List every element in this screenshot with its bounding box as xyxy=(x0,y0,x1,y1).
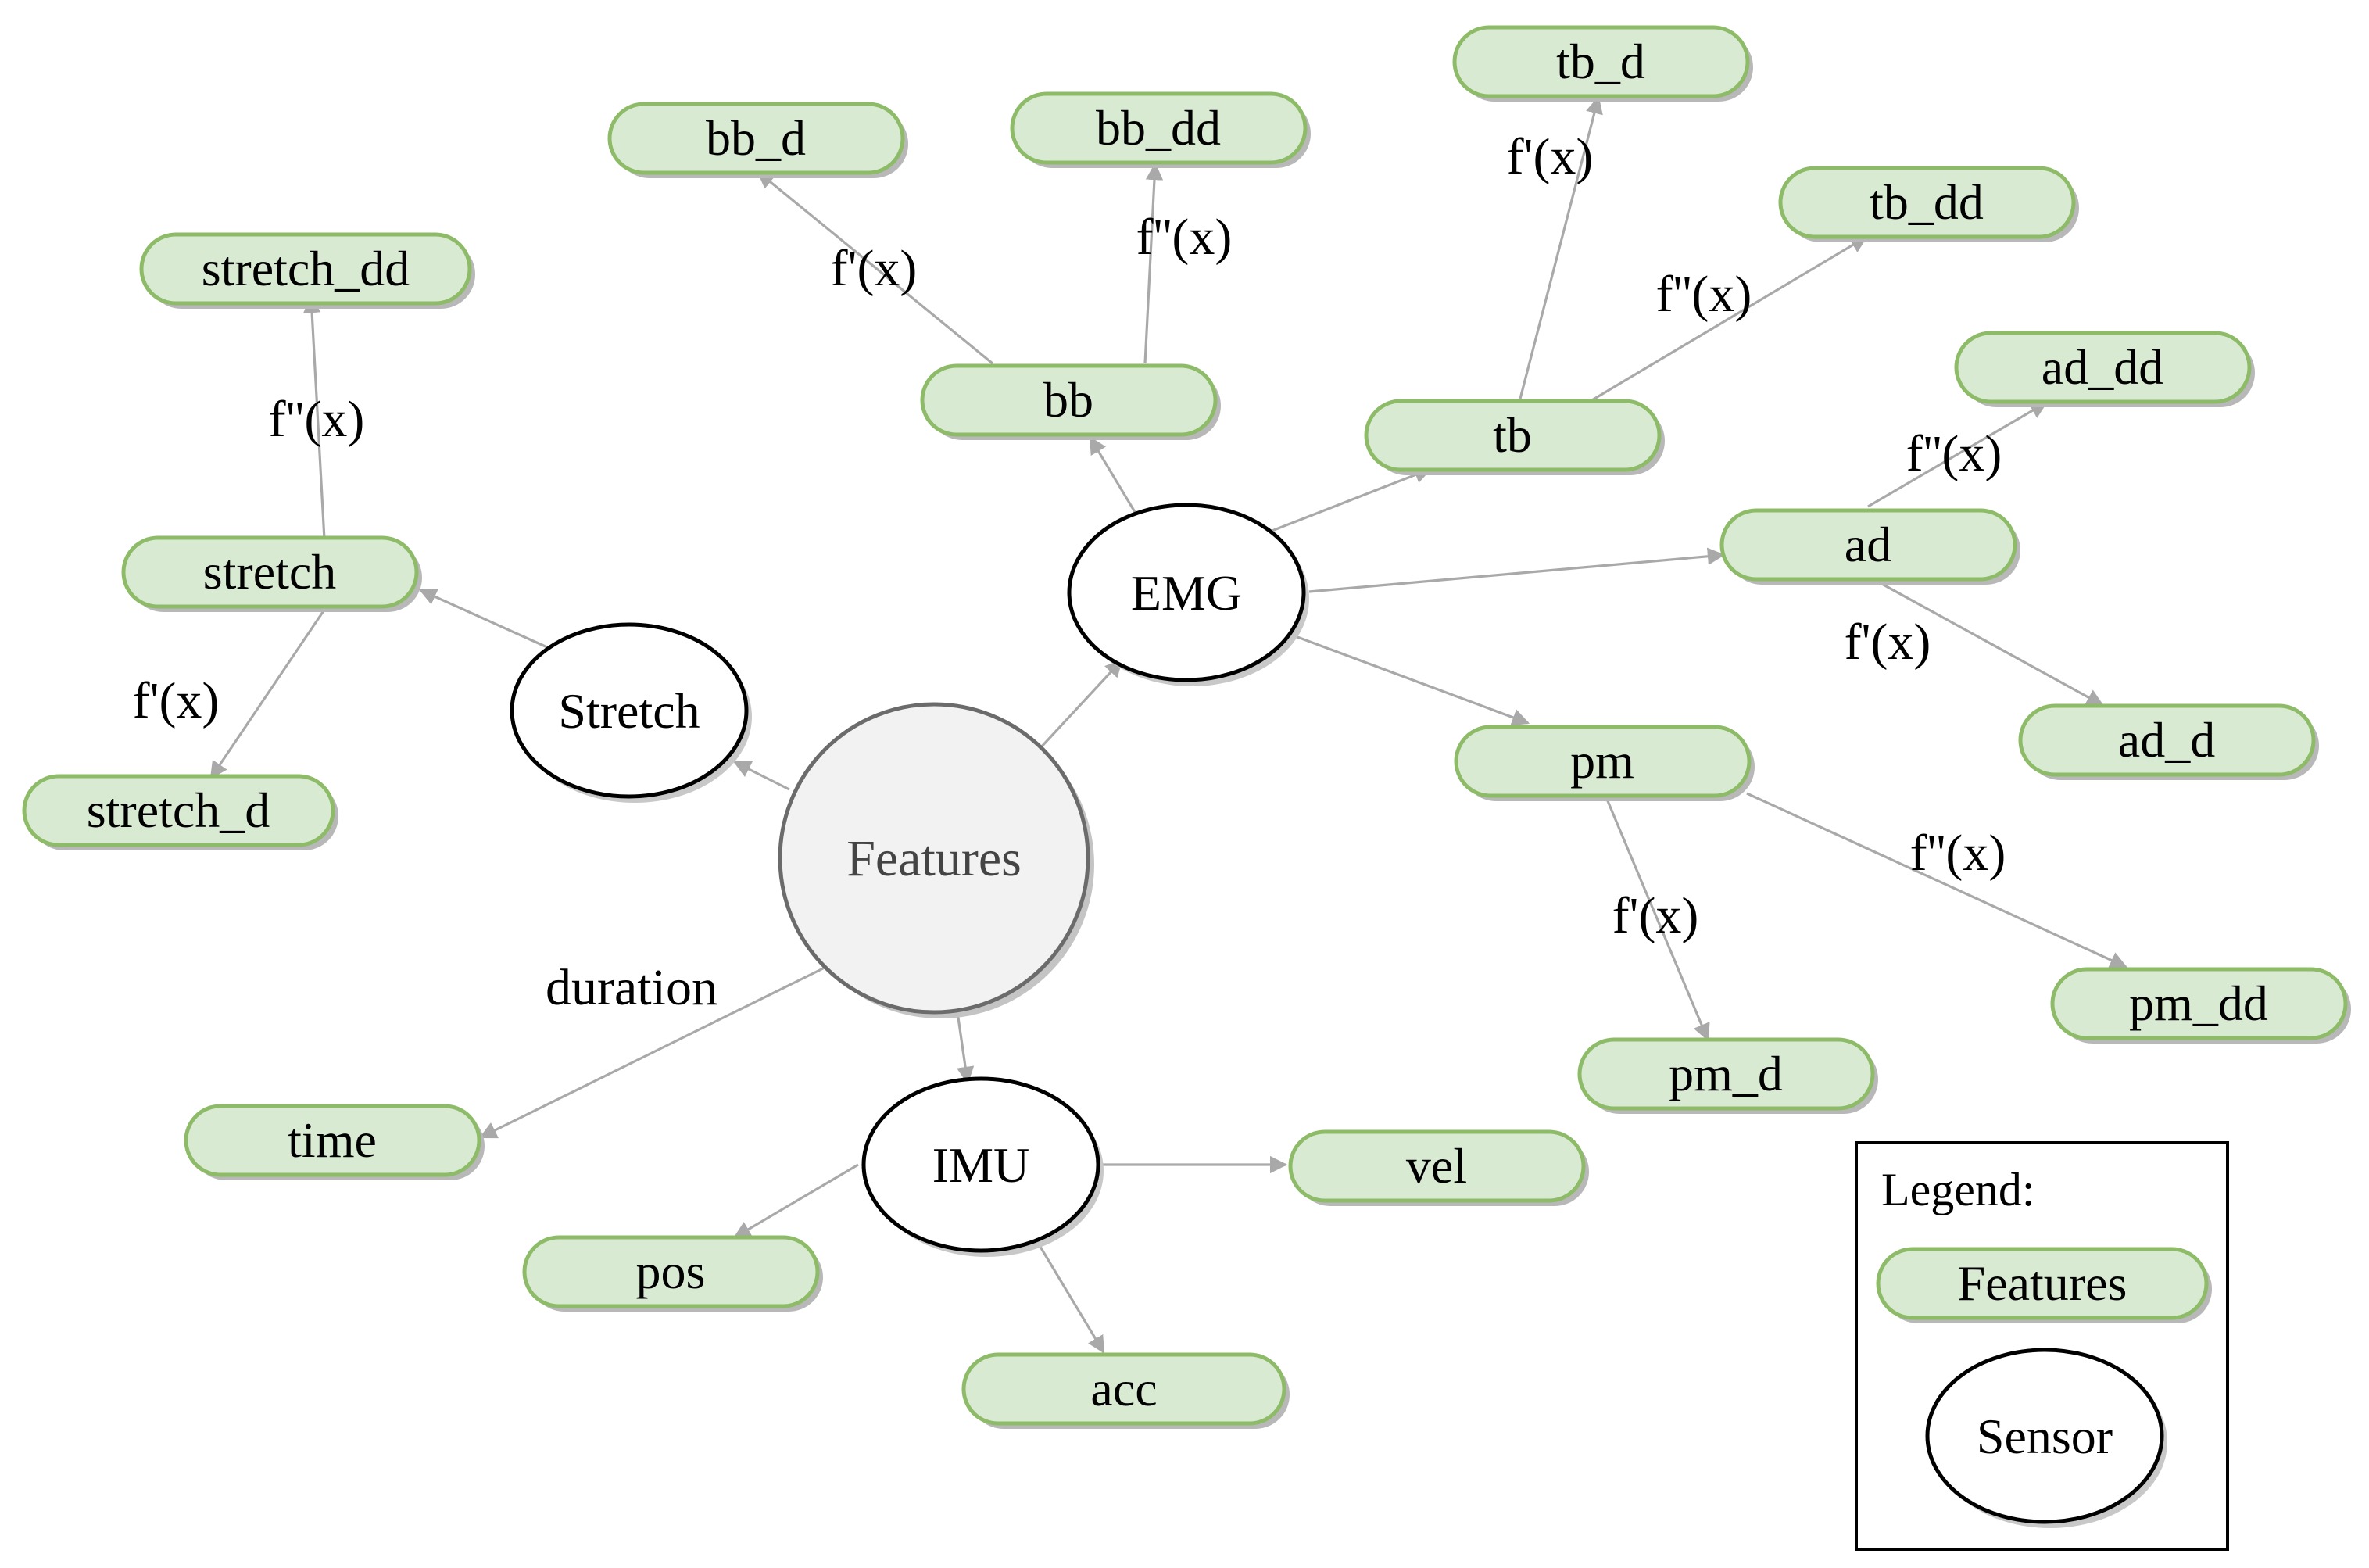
edge-ad-add xyxy=(1871,577,2104,707)
node-features: Features xyxy=(778,702,1094,1018)
legend-features-label: Features xyxy=(1958,1255,2127,1311)
pill-pm-dd-label: pm_dd xyxy=(2129,976,2268,1031)
pill-pm-dd: pm_dd xyxy=(2050,967,2351,1044)
label-ad-first-derivative: f'(x) xyxy=(1845,614,1931,671)
legend-sensor-label: Sensor xyxy=(1977,1409,2113,1464)
label-bb-first-derivative: f'(x) xyxy=(831,240,918,297)
pill-tb-dd: tb_dd xyxy=(1778,166,2079,242)
edge-pm-pmdd xyxy=(1746,792,2128,968)
pill-bb-dd-label: bb_dd xyxy=(1096,100,1221,156)
node-imu-label: IMU xyxy=(932,1137,1029,1193)
pill-stretch-label: stretch xyxy=(203,544,337,600)
pill-stretch-d: stretch_d xyxy=(22,774,338,850)
edge-tb-tbd xyxy=(1519,95,1603,399)
edge-pm-pmd xyxy=(1605,797,1710,1042)
edge-features-emg xyxy=(1038,659,1123,750)
pill-tb: tb xyxy=(1364,399,1665,475)
label-stretch-first-derivative: f'(x) xyxy=(133,672,220,729)
label-tb-first-derivative: f'(x) xyxy=(1507,128,1594,185)
edge-emg-bb xyxy=(1089,436,1139,517)
edge-ad-addd xyxy=(1867,401,2048,508)
pill-pm: pm xyxy=(1454,725,1755,801)
label-stretch-second-derivative: f''(x) xyxy=(269,391,365,448)
pill-ad-d: ad_d xyxy=(2018,703,2319,780)
node-emg: EMG xyxy=(1067,503,1309,686)
pill-bb-d: bb_d xyxy=(607,102,908,178)
edge-stretchsensor-stretch xyxy=(418,589,548,649)
pill-acc: acc xyxy=(961,1352,1290,1429)
label-bb-second-derivative: f''(x) xyxy=(1136,209,1233,266)
edge-emg-ad xyxy=(1308,547,1726,593)
edge-stretch-stretchd xyxy=(209,609,326,779)
node-imu: IMU xyxy=(861,1076,1104,1257)
pill-ad-d-label: ad_d xyxy=(2118,712,2215,768)
pill-pm-d-label: pm_d xyxy=(1669,1046,1783,1101)
edge-features-imu xyxy=(956,1011,975,1085)
node-stretch-sensor-label: Stretch xyxy=(558,683,700,739)
edge-stretch-stretchdd xyxy=(302,295,326,540)
node-stretch-sensor: Stretch xyxy=(510,622,752,803)
edge-emg-pm xyxy=(1297,635,1530,726)
label-pm-first-derivative: f'(x) xyxy=(1612,887,1699,944)
label-ad-second-derivative: f''(x) xyxy=(1906,425,2002,482)
legend-title: Legend: xyxy=(1881,1164,2035,1215)
label-duration: duration xyxy=(546,959,717,1016)
pill-bb-dd: bb_dd xyxy=(1010,91,1311,168)
pill-vel: vel xyxy=(1288,1129,1589,1206)
edge-features-stretch xyxy=(732,761,790,791)
pill-pm-d: pm_d xyxy=(1577,1037,1878,1114)
pill-tb-label: tb xyxy=(1493,407,1532,463)
pill-ad-label: ad xyxy=(1845,517,1891,572)
legend-features-item: Features xyxy=(1876,1247,2212,1323)
edge-imu-acc xyxy=(1036,1242,1105,1354)
edges xyxy=(209,95,2128,1354)
legend-sensor-item: Sensor xyxy=(1925,1348,2167,1528)
pill-stretch: stretch xyxy=(121,535,422,612)
legend: Legend: Features Sensor xyxy=(1855,1141,2229,1551)
pill-time: time xyxy=(184,1104,485,1180)
node-features-label: Features xyxy=(846,830,1022,887)
pill-bb-label: bb xyxy=(1043,372,1093,428)
pill-vel-label: vel xyxy=(1406,1138,1467,1194)
pill-bb-d-label: bb_d xyxy=(706,110,806,166)
edge-features-time xyxy=(478,966,825,1139)
edge-tb-tbdd xyxy=(1590,235,1868,403)
pill-bb: bb xyxy=(920,363,1221,440)
label-pm-second-derivative: f''(x) xyxy=(1910,825,2006,882)
pill-tb-d: tb_d xyxy=(1452,25,1753,102)
pill-stretch-d-label: stretch_d xyxy=(87,782,270,838)
edge-bb-bbdd xyxy=(1143,162,1164,364)
pill-ad-dd: ad_dd xyxy=(1954,331,2255,407)
pill-pos: pos xyxy=(522,1235,823,1312)
pill-stretch-dd-label: stretch_dd xyxy=(202,241,410,296)
node-emg-label: EMG xyxy=(1131,565,1242,621)
pill-pos-label: pos xyxy=(636,1244,706,1299)
edge-labels: f'(x) f''(x) f'(x) f''(x) f''(x) f'(x) f… xyxy=(133,128,2006,1016)
edge-imu-pos xyxy=(733,1163,859,1239)
pill-acc-label: acc xyxy=(1090,1361,1157,1416)
pill-tb-d-label: tb_d xyxy=(1556,34,1645,89)
pill-time-label: time xyxy=(288,1112,377,1168)
pill-pm-label: pm xyxy=(1570,733,1634,789)
pill-ad: ad xyxy=(1719,508,2020,585)
edge-bb-bbd xyxy=(757,170,994,365)
label-tb-second-derivative: f''(x) xyxy=(1656,266,1752,323)
pill-ad-dd-label: ad_dd xyxy=(2042,339,2163,395)
pill-stretch-dd: stretch_dd xyxy=(139,232,475,309)
pill-tb-dd-label: tb_dd xyxy=(1870,174,1984,230)
edge-emg-tb xyxy=(1269,466,1433,533)
